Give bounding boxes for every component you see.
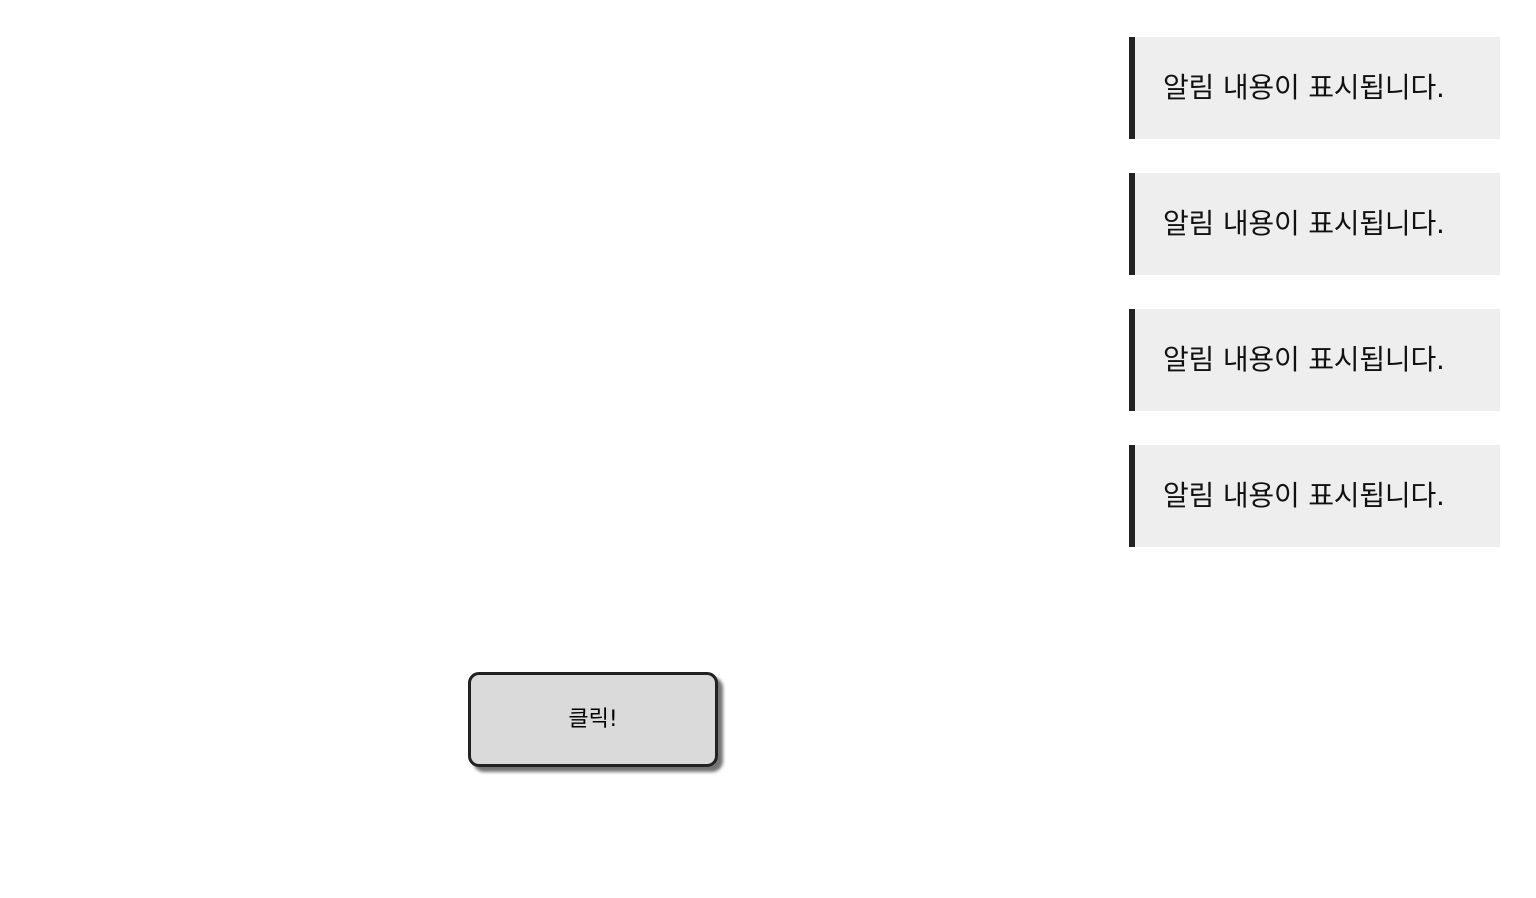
toast-notification[interactable]: 알림 내용이 표시됩니다. bbox=[1129, 309, 1500, 411]
toast-message: 알림 내용이 표시됩니다. bbox=[1163, 71, 1445, 105]
toast-notification[interactable]: 알림 내용이 표시됩니다. bbox=[1129, 445, 1500, 547]
toast-message: 알림 내용이 표시됩니다. bbox=[1163, 479, 1445, 513]
click-button[interactable]: 클릭! bbox=[468, 672, 718, 767]
toast-message: 알림 내용이 표시됩니다. bbox=[1163, 207, 1445, 241]
toast-notification[interactable]: 알림 내용이 표시됩니다. bbox=[1129, 37, 1500, 139]
toast-notification[interactable]: 알림 내용이 표시됩니다. bbox=[1129, 173, 1500, 275]
toast-message: 알림 내용이 표시됩니다. bbox=[1163, 343, 1445, 377]
notification-stack: 알림 내용이 표시됩니다. 알림 내용이 표시됩니다. 알림 내용이 표시됩니다… bbox=[1129, 37, 1500, 547]
